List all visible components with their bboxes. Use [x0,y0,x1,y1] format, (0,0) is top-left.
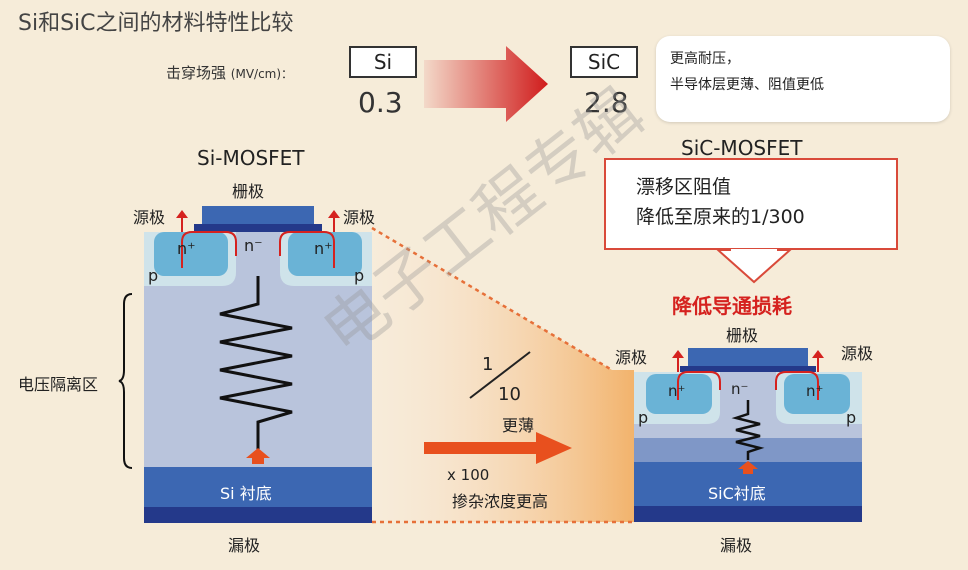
page-title: Si和SiC之间的材料特性比较 [18,11,294,36]
si-gate-oxide [194,224,322,232]
sic-p-right-label: p [846,408,857,427]
isolation-brace-icon [118,293,133,469]
sic-p-left-label: p [638,408,649,427]
sic-drain-label: 漏极 [720,536,753,555]
sic-gate [688,348,808,366]
si-substrate [144,467,372,507]
sic-current-path-left [677,371,721,400]
doping-times-label: x 100 [447,466,490,484]
drift-resistance-callout: 漂移区阻值 降低至原来的1/300 [604,158,898,250]
si-drain-contact [144,507,372,523]
si-p-right-label: p [354,266,365,285]
sic-drain-contact [634,506,862,522]
si-nplus-right [288,232,362,276]
si-source-left-label: 源极 [133,208,166,227]
sic-mosfet-title: SiC-MOSFET [681,136,803,160]
advantage-callout: 更高耐压， 半导体层更薄、阻值更低 [656,36,950,122]
sic-nminus-label: n⁻ [731,380,749,398]
sic-current-path-right [775,371,819,400]
drift-callout-line-2: 降低至原来的1/300 [636,206,805,228]
si-source-right-label: 源极 [343,208,376,227]
si-gate [202,206,314,224]
si-nplus-left [154,232,228,276]
isolation-label: 电压隔离区 [18,375,99,394]
fraction-numerator: 1 [482,354,494,375]
si-current-path-left [181,231,237,268]
si-gate-label: 栅极 [232,182,265,201]
breakdown-label-text: 击穿场强 [166,64,227,82]
sic-substrate-label: SiC衬底 [708,484,766,503]
sic-source-right-label: 源极 [841,344,874,363]
si-current-arrow-right-icon [328,210,340,218]
si-current-arrow-left-icon [176,210,188,218]
doping-label: 掺杂浓度更高 [452,492,549,511]
sic-current-arrow-left-icon [672,350,684,358]
si-resistor-icon [219,276,293,450]
sic-substrate-arrow-icon [738,461,758,474]
si-substrate-arrow-icon [246,448,270,464]
callout-down-arrow-icon [716,248,792,284]
doping-arrow-icon [424,432,572,464]
sic-mosfet-structure [634,348,862,522]
callout-line-2: 半导体层更薄、阻值更低 [670,77,824,93]
si-nplus-right-label: n⁺ [314,239,333,258]
comparison-arrow-icon [424,46,548,122]
sic-material-box: SiC [570,46,638,78]
sic-source-left-label: 源极 [615,348,648,367]
si-substrate-label: Si 衬底 [220,484,272,503]
breakdown-unit: (MV/cm)： [230,67,294,81]
drift-callout-line-1: 漂移区阻值 [636,176,732,198]
thinner-label: 更薄 [502,416,535,435]
si-nminus-label: n⁻ [244,236,263,255]
fraction-slash-icon [469,351,531,399]
si-mosfet-title: Si-MOSFET [197,146,305,170]
si-current-path-right [279,231,335,268]
si-material-box: Si [349,46,417,78]
si-nplus-left-label: n⁺ [177,239,196,258]
sic-current-arrow-right-icon [812,350,824,358]
si-mosfet-structure [144,206,372,523]
sic-breakdown-value: 2.8 [584,86,629,119]
callout-line-1: 更高耐压， [670,51,740,67]
breakdown-field-label: 击穿场强 (MV/cm)： [166,62,293,83]
si-p-left-label: p [148,266,159,285]
fraction-denominator: 10 [498,384,521,405]
sic-nplus-left-label: n⁺ [668,382,686,400]
sic-resistor-icon [731,400,765,460]
sic-nplus-right-label: n⁺ [806,382,824,400]
si-breakdown-value: 0.3 [358,86,403,119]
top-connector-line [371,226,613,372]
loss-reduction-label: 降低导通损耗 [672,294,792,318]
sic-gate-label: 栅极 [726,326,759,345]
sic-gate-oxide [680,366,816,372]
si-drain-label: 漏极 [228,536,261,555]
